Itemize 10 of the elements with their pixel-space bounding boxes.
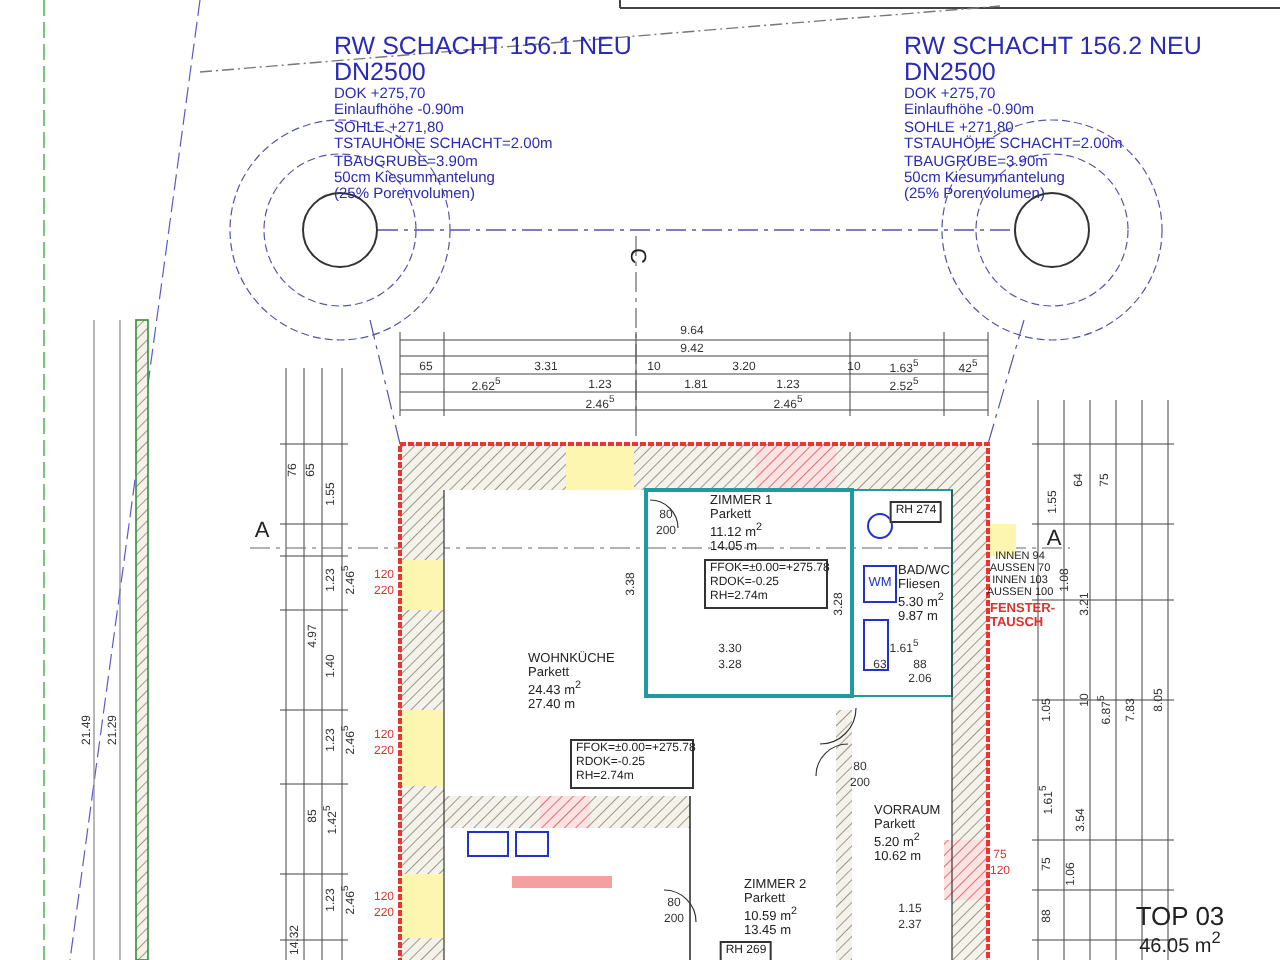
unit-area: 46.05 m$^{2}$ <box>1139 929 1221 959</box>
section-marker: A <box>254 521 270 543</box>
unit-label: TOP 03 <box>1135 903 1225 929</box>
shaft-heading: DN2500 <box>904 60 998 86</box>
shaft-heading: RW SCHACHT 156.2 NEU <box>904 34 1202 60</box>
section-marker: A <box>1046 529 1062 551</box>
shaft-heading: DN2500 <box>334 60 428 86</box>
section-marker: C <box>625 248 647 264</box>
shaft-heading: RW SCHACHT 156.1 NEU <box>334 34 632 60</box>
pipe-line <box>377 229 1015 231</box>
